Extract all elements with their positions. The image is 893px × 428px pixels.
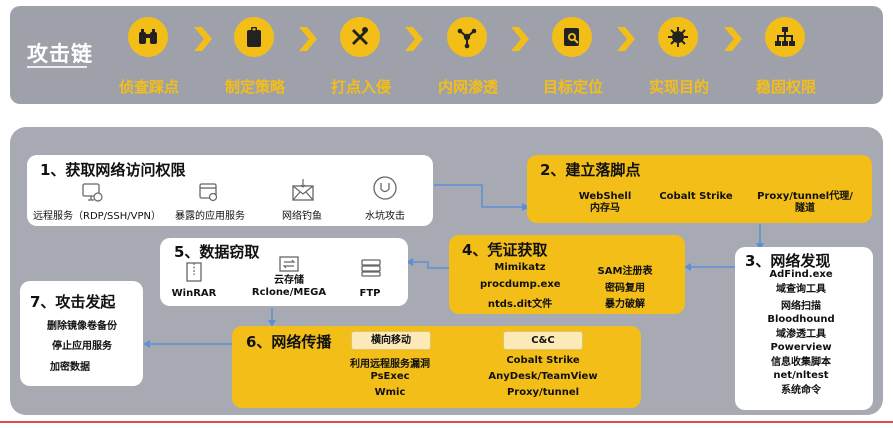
chain-title: 攻击链 (27, 42, 93, 66)
spread-item: Wmic (374, 387, 406, 398)
virus-icon (658, 17, 698, 57)
discovery-tool-name: Powerview (770, 342, 832, 353)
chain-title-underline (27, 66, 87, 68)
cloud-sync-icon (279, 256, 299, 272)
discovery-tool-desc: 系统命令 (781, 385, 821, 396)
foothold-title: 2、建立落脚点 (540, 161, 641, 179)
chevron-right-icon (405, 27, 423, 51)
credential-item: ntds.dit文件 (487, 299, 553, 310)
app-window-icon (199, 183, 218, 202)
stage-recon: 侦查踩点 (109, 17, 189, 97)
exfil-item: FTP (359, 288, 381, 299)
credential-item: 密码复用 (605, 283, 645, 294)
stage-label: 稳固权限 (755, 78, 816, 96)
attack-item: 加密数据 (50, 362, 90, 373)
footer-divider (0, 421, 893, 423)
clipboard-icon (234, 17, 274, 57)
discovery-tool-name: net/nltest (773, 370, 829, 381)
discovery-tool-desc: 域渗透工具 (776, 329, 826, 340)
attack-title: 7、攻击发起 (30, 293, 116, 311)
access-item: 暴露的应用服务 (175, 211, 245, 222)
stage-strategy: 制定策略 (215, 17, 295, 97)
server-icon (361, 259, 381, 277)
stage-label: 制定策略 (224, 78, 285, 96)
stage-label: 实现目的 (648, 78, 709, 96)
stage-label: 目标定位 (542, 78, 603, 96)
attack-box (20, 281, 143, 386)
access-box (27, 155, 433, 226)
access-item: 远程服务（RDP/SSH/VPN） (33, 211, 161, 222)
stage-label: 打点入侵 (330, 78, 391, 96)
credential-item: Mimikatz (494, 262, 546, 273)
binoculars-icon (128, 17, 168, 57)
network-nodes-icon (447, 17, 487, 57)
access-item: 水坑攻击 (365, 211, 405, 222)
access-item: 网络钓鱼 (282, 211, 322, 222)
c2-tag: C&C (503, 331, 583, 350)
stage-objective: 实现目的 (639, 17, 719, 97)
discovery-tool-desc: 信息收集脚本 (771, 357, 831, 368)
spread-item: 利用远程服务漏洞 (350, 359, 430, 370)
stage-targeting: 目标定位 (533, 17, 613, 97)
watering-hole-icon (373, 176, 397, 200)
discovery-tool-desc: 域查询工具 (776, 284, 826, 295)
chevron-right-icon (724, 27, 742, 51)
discovery-tool-name: AdFind.exe (769, 269, 833, 280)
credential-box (449, 235, 685, 314)
stage-persistence: 稳固权限 (746, 17, 826, 97)
chevron-right-icon (299, 27, 317, 51)
foothold-item: WebShell 内存马 (578, 191, 632, 214)
chevron-right-icon (617, 27, 635, 51)
stage-lateral: 内网渗透 (428, 17, 508, 97)
discovery-tool-desc: 网络扫描 (781, 301, 821, 312)
spread-item: AnyDesk/TeamView (488, 371, 598, 382)
exfil-item: 云存储 Rclone/MEGA (251, 275, 327, 298)
phishing-mail-icon (292, 179, 314, 201)
exfil-item: WinRAR (171, 288, 217, 299)
discovery-title: 3、网络发现 (745, 252, 831, 270)
spread-item: PsExec (370, 371, 410, 382)
credential-item: SAM注册表 (597, 266, 653, 277)
discovery-tool-name: Bloodhound (767, 314, 835, 325)
archive-icon (186, 262, 202, 282)
attack-item: 停止应用服务 (52, 341, 112, 352)
foothold-item: Proxy/tunnel代理/ 隧道 (757, 191, 853, 214)
foothold-box (527, 155, 872, 223)
foothold-item: Cobalt Strike (659, 191, 733, 202)
chevron-right-icon (511, 27, 529, 51)
lateral-movement-tag: 横向移动 (351, 331, 431, 350)
tools-icon (340, 17, 380, 57)
discovery-box (735, 247, 873, 410)
chevron-right-icon (194, 27, 212, 51)
credential-item: 暴力破解 (605, 299, 645, 310)
spread-title: 6、网络传播 (246, 333, 332, 351)
spread-item: Proxy/tunnel (506, 387, 580, 398)
monitor-globe-icon (82, 183, 103, 202)
stage-intrusion: 打点入侵 (321, 17, 401, 97)
credential-title: 4、凭证获取 (462, 241, 548, 259)
access-title: 1、获取网络访问权限 (40, 161, 186, 179)
credential-item: procdump.exe (480, 279, 561, 290)
stage-label: 侦查踩点 (118, 78, 179, 96)
hierarchy-icon (765, 17, 805, 57)
spread-item: Cobalt Strike (506, 355, 580, 366)
stage-label: 内网渗透 (437, 78, 498, 96)
exfil-title: 5、数据窃取 (174, 243, 260, 261)
attack-item: 删除镜像卷备份 (47, 321, 117, 332)
document-search-icon (552, 17, 592, 57)
